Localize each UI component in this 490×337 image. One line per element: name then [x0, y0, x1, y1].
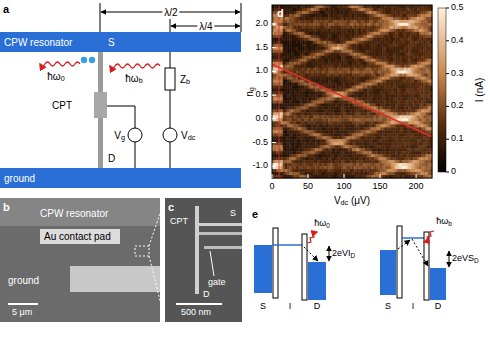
cpt-island: [94, 92, 107, 118]
cooper-pair: [81, 57, 87, 63]
gate-wire: [107, 106, 135, 128]
sem-ground: [70, 266, 160, 292]
photon-arrow: [110, 64, 160, 68]
voltage-source: [128, 128, 142, 142]
voltage-source: [163, 128, 177, 142]
sem-cpt: [195, 206, 199, 294]
resistor-symbol: [165, 68, 175, 90]
sem-lead: [199, 223, 242, 226]
photon-arrow: [40, 62, 80, 66]
cooper-pair: [89, 57, 95, 63]
sem-lead: [199, 232, 242, 235]
sem-gate: [204, 246, 242, 249]
heatmap: [272, 5, 432, 178]
